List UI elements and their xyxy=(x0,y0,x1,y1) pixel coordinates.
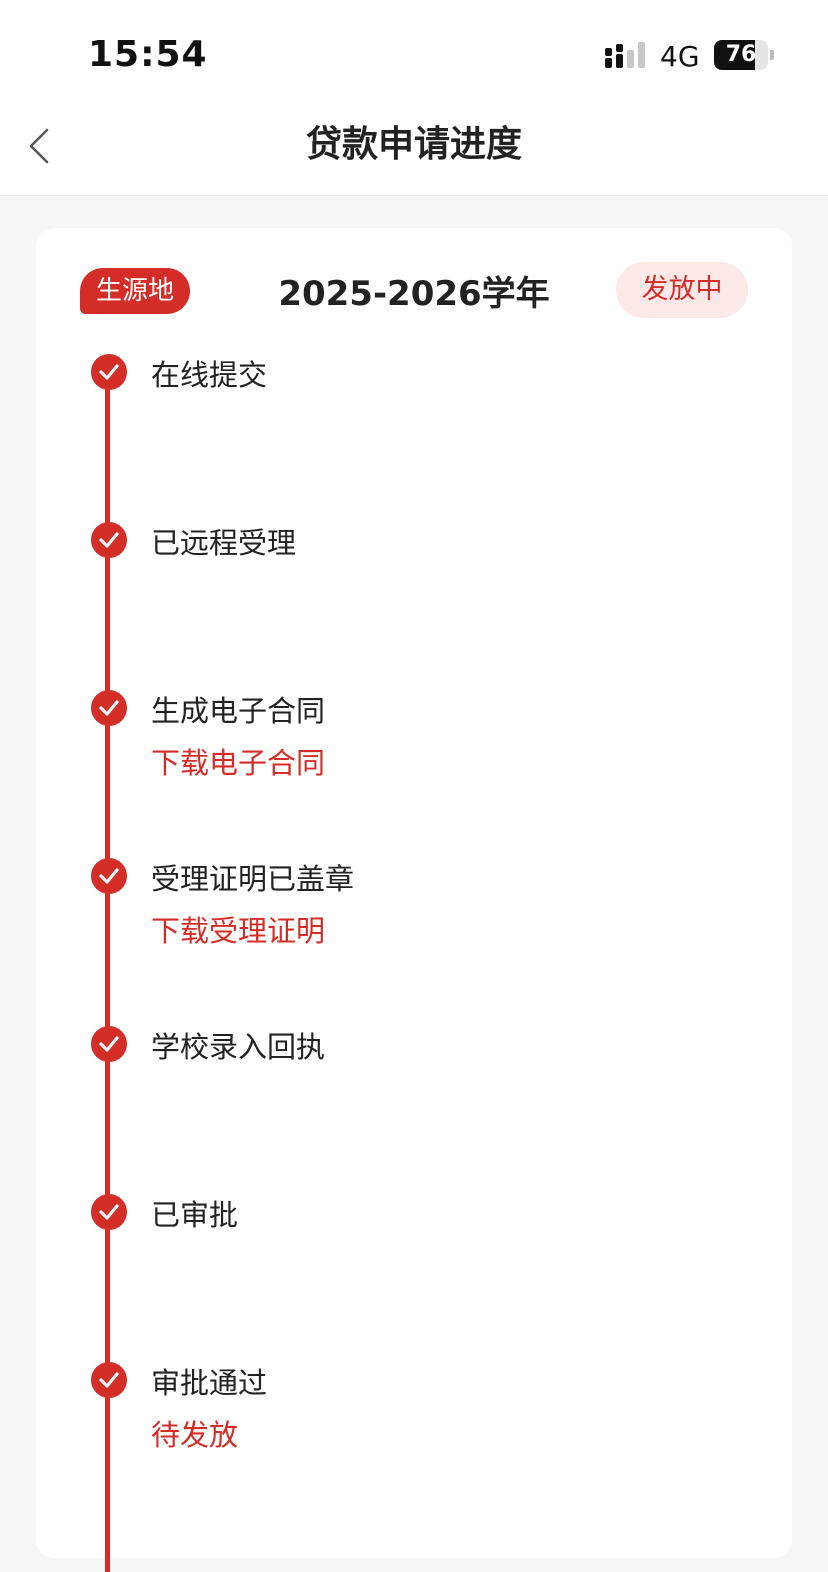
check-circle-icon xyxy=(91,1194,127,1230)
status-time: 15:54 xyxy=(88,34,208,75)
check-circle-icon xyxy=(91,1362,127,1398)
check-circle-icon xyxy=(91,354,127,390)
step-action-link[interactable]: 下载受理证明 xyxy=(151,914,326,948)
step-title: 在线提交 xyxy=(151,358,268,392)
timeline-step: 受理证明已盖章下载受理证明 xyxy=(36,858,792,978)
check-circle-icon xyxy=(91,1026,127,1062)
battery-fill xyxy=(714,40,756,70)
battery-icon: 76 xyxy=(714,40,774,72)
step-title: 生成电子合同 xyxy=(151,694,326,728)
step-action-link[interactable]: 下载电子合同 xyxy=(151,746,326,780)
step-action-link[interactable]: 待发放 xyxy=(151,1418,239,1452)
network-label: 4G xyxy=(660,40,700,73)
back-button[interactable] xyxy=(14,118,64,174)
status-badge: 发放中 xyxy=(616,262,748,318)
status-bar: 15:54 4G 76 xyxy=(0,0,828,98)
step-title: 受理证明已盖章 xyxy=(151,862,355,896)
check-circle-icon xyxy=(91,690,127,726)
battery-level-text: 76 xyxy=(725,42,757,67)
page-title: 贷款申请进度 xyxy=(305,124,522,165)
timeline-step: 生成电子合同下载电子合同 xyxy=(36,690,792,810)
timeline-step: 审批通过待发放 xyxy=(36,1362,792,1482)
check-circle-icon xyxy=(91,522,127,558)
timeline-step: 学校录入回执 xyxy=(36,1026,792,1146)
timeline-step: 已远程受理 xyxy=(36,522,792,642)
check-circle-icon xyxy=(91,858,127,894)
chevron-left-icon xyxy=(29,128,49,164)
timeline-step: 已审批 xyxy=(36,1194,792,1314)
step-title: 已审批 xyxy=(151,1198,239,1232)
source-tag: 生源地 xyxy=(80,268,190,314)
timeline-line xyxy=(105,372,110,1572)
timeline-step: 在线提交 xyxy=(36,354,792,474)
step-title: 已远程受理 xyxy=(151,526,297,560)
step-title: 学校录入回执 xyxy=(151,1030,326,1064)
signal-icon xyxy=(604,40,648,72)
academic-year-title: 2025-2026学年 xyxy=(278,274,550,314)
nav-bar: 贷款申请进度 xyxy=(0,98,828,196)
step-title: 审批通过 xyxy=(151,1366,268,1400)
progress-card: 生源地 2025-2026学年 发放中 在线提交已远程受理生成电子合同下载电子合… xyxy=(36,228,792,1572)
